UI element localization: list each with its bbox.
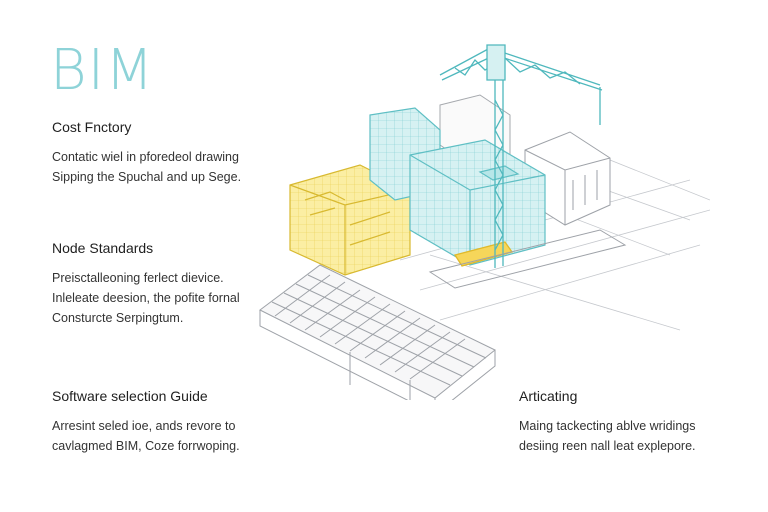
section-text-line: Arresint seled ioe, ands revore to: [52, 419, 236, 433]
section-text-line: Consturcte Serpingtum.: [52, 311, 184, 325]
page-title: BIM: [50, 38, 155, 103]
section-text-line: Preisctalleoning ferlect dievice.: [52, 271, 224, 285]
section-heading: Node Standards: [52, 240, 154, 256]
section-text-line: desiing reen nall leat explepore.: [519, 439, 696, 453]
section-heading: Cost Fnctory: [52, 119, 132, 135]
tower-crane-icon: [439, 44, 603, 268]
section-heading: Software selection Guide: [52, 388, 208, 404]
section-text-line: Maing tackecting ablve wridings: [519, 419, 696, 433]
section-cost-factory: Cost Fnctory Contatic wiel in pforedeol …: [52, 119, 302, 187]
section-text-line: Sipping the Spuchal and up Sege.: [52, 170, 242, 184]
section-text-line: Contatic wiel in pforedeol drawing: [52, 150, 239, 164]
section-text-line: Inleleate deesion, the pofite fornal: [52, 291, 240, 305]
section-heading: Articating: [519, 388, 578, 404]
yellow-building-icon: [289, 164, 411, 276]
section-articating: Articating Maing tackecting ablve wridin…: [519, 388, 749, 456]
floor-plan-icon: [259, 264, 496, 400]
section-software-selection: Software selection Guide Arresint seled …: [52, 388, 302, 456]
base-platform: [428, 229, 627, 289]
bim-isometric-illustration: [259, 44, 710, 400]
teal-building-icon: [369, 107, 546, 266]
section-node-standards: Node Standards Preisctalleoning ferlect …: [52, 240, 302, 328]
section-text-line: cavlagmed BIM, Coze forrwoping.: [52, 439, 240, 453]
